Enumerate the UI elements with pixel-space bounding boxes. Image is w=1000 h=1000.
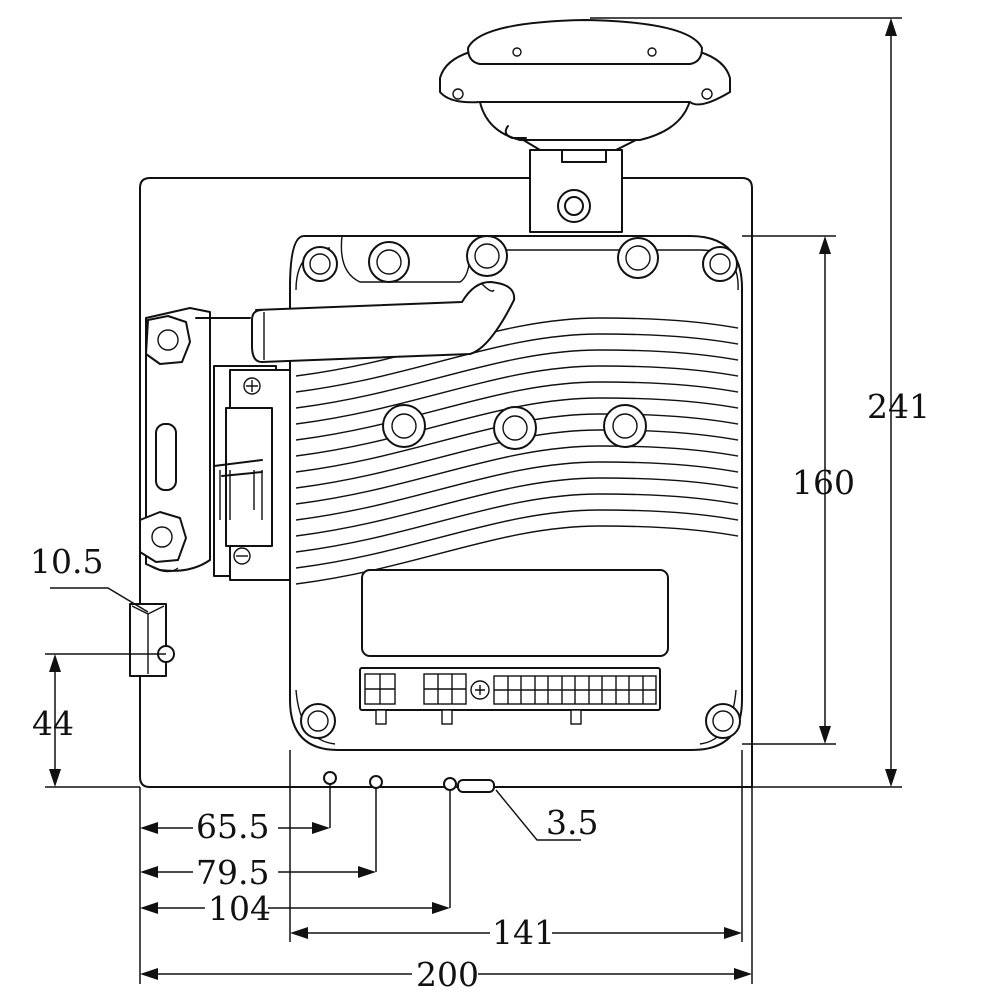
dim-hole-height: 44 xyxy=(32,704,74,743)
body-bolts xyxy=(300,235,741,739)
mounting-features xyxy=(129,603,581,841)
base-plate xyxy=(139,177,753,788)
dimension-lines xyxy=(45,17,902,984)
dim-hole1-offset: 65.5 xyxy=(196,807,269,846)
top-fan-assembly xyxy=(439,19,731,233)
label-plate xyxy=(361,569,669,657)
dim-slot-label: 3.5 xyxy=(546,803,598,842)
dim-controller-width: 141 xyxy=(492,913,555,952)
dim-slot-width: 10.5 xyxy=(30,542,103,581)
connector-block xyxy=(359,667,661,725)
heatsink-fins xyxy=(295,317,739,585)
dim-hole3-offset: 104 xyxy=(208,889,271,928)
dim-overall-height: 241 xyxy=(867,387,930,426)
dim-controller-height: 160 xyxy=(792,463,855,502)
dim-overall-width: 200 xyxy=(416,955,479,994)
left-terminal-assembly xyxy=(139,307,291,581)
dim-hole2-offset: 79.5 xyxy=(196,853,269,892)
bus-bar xyxy=(251,281,516,363)
